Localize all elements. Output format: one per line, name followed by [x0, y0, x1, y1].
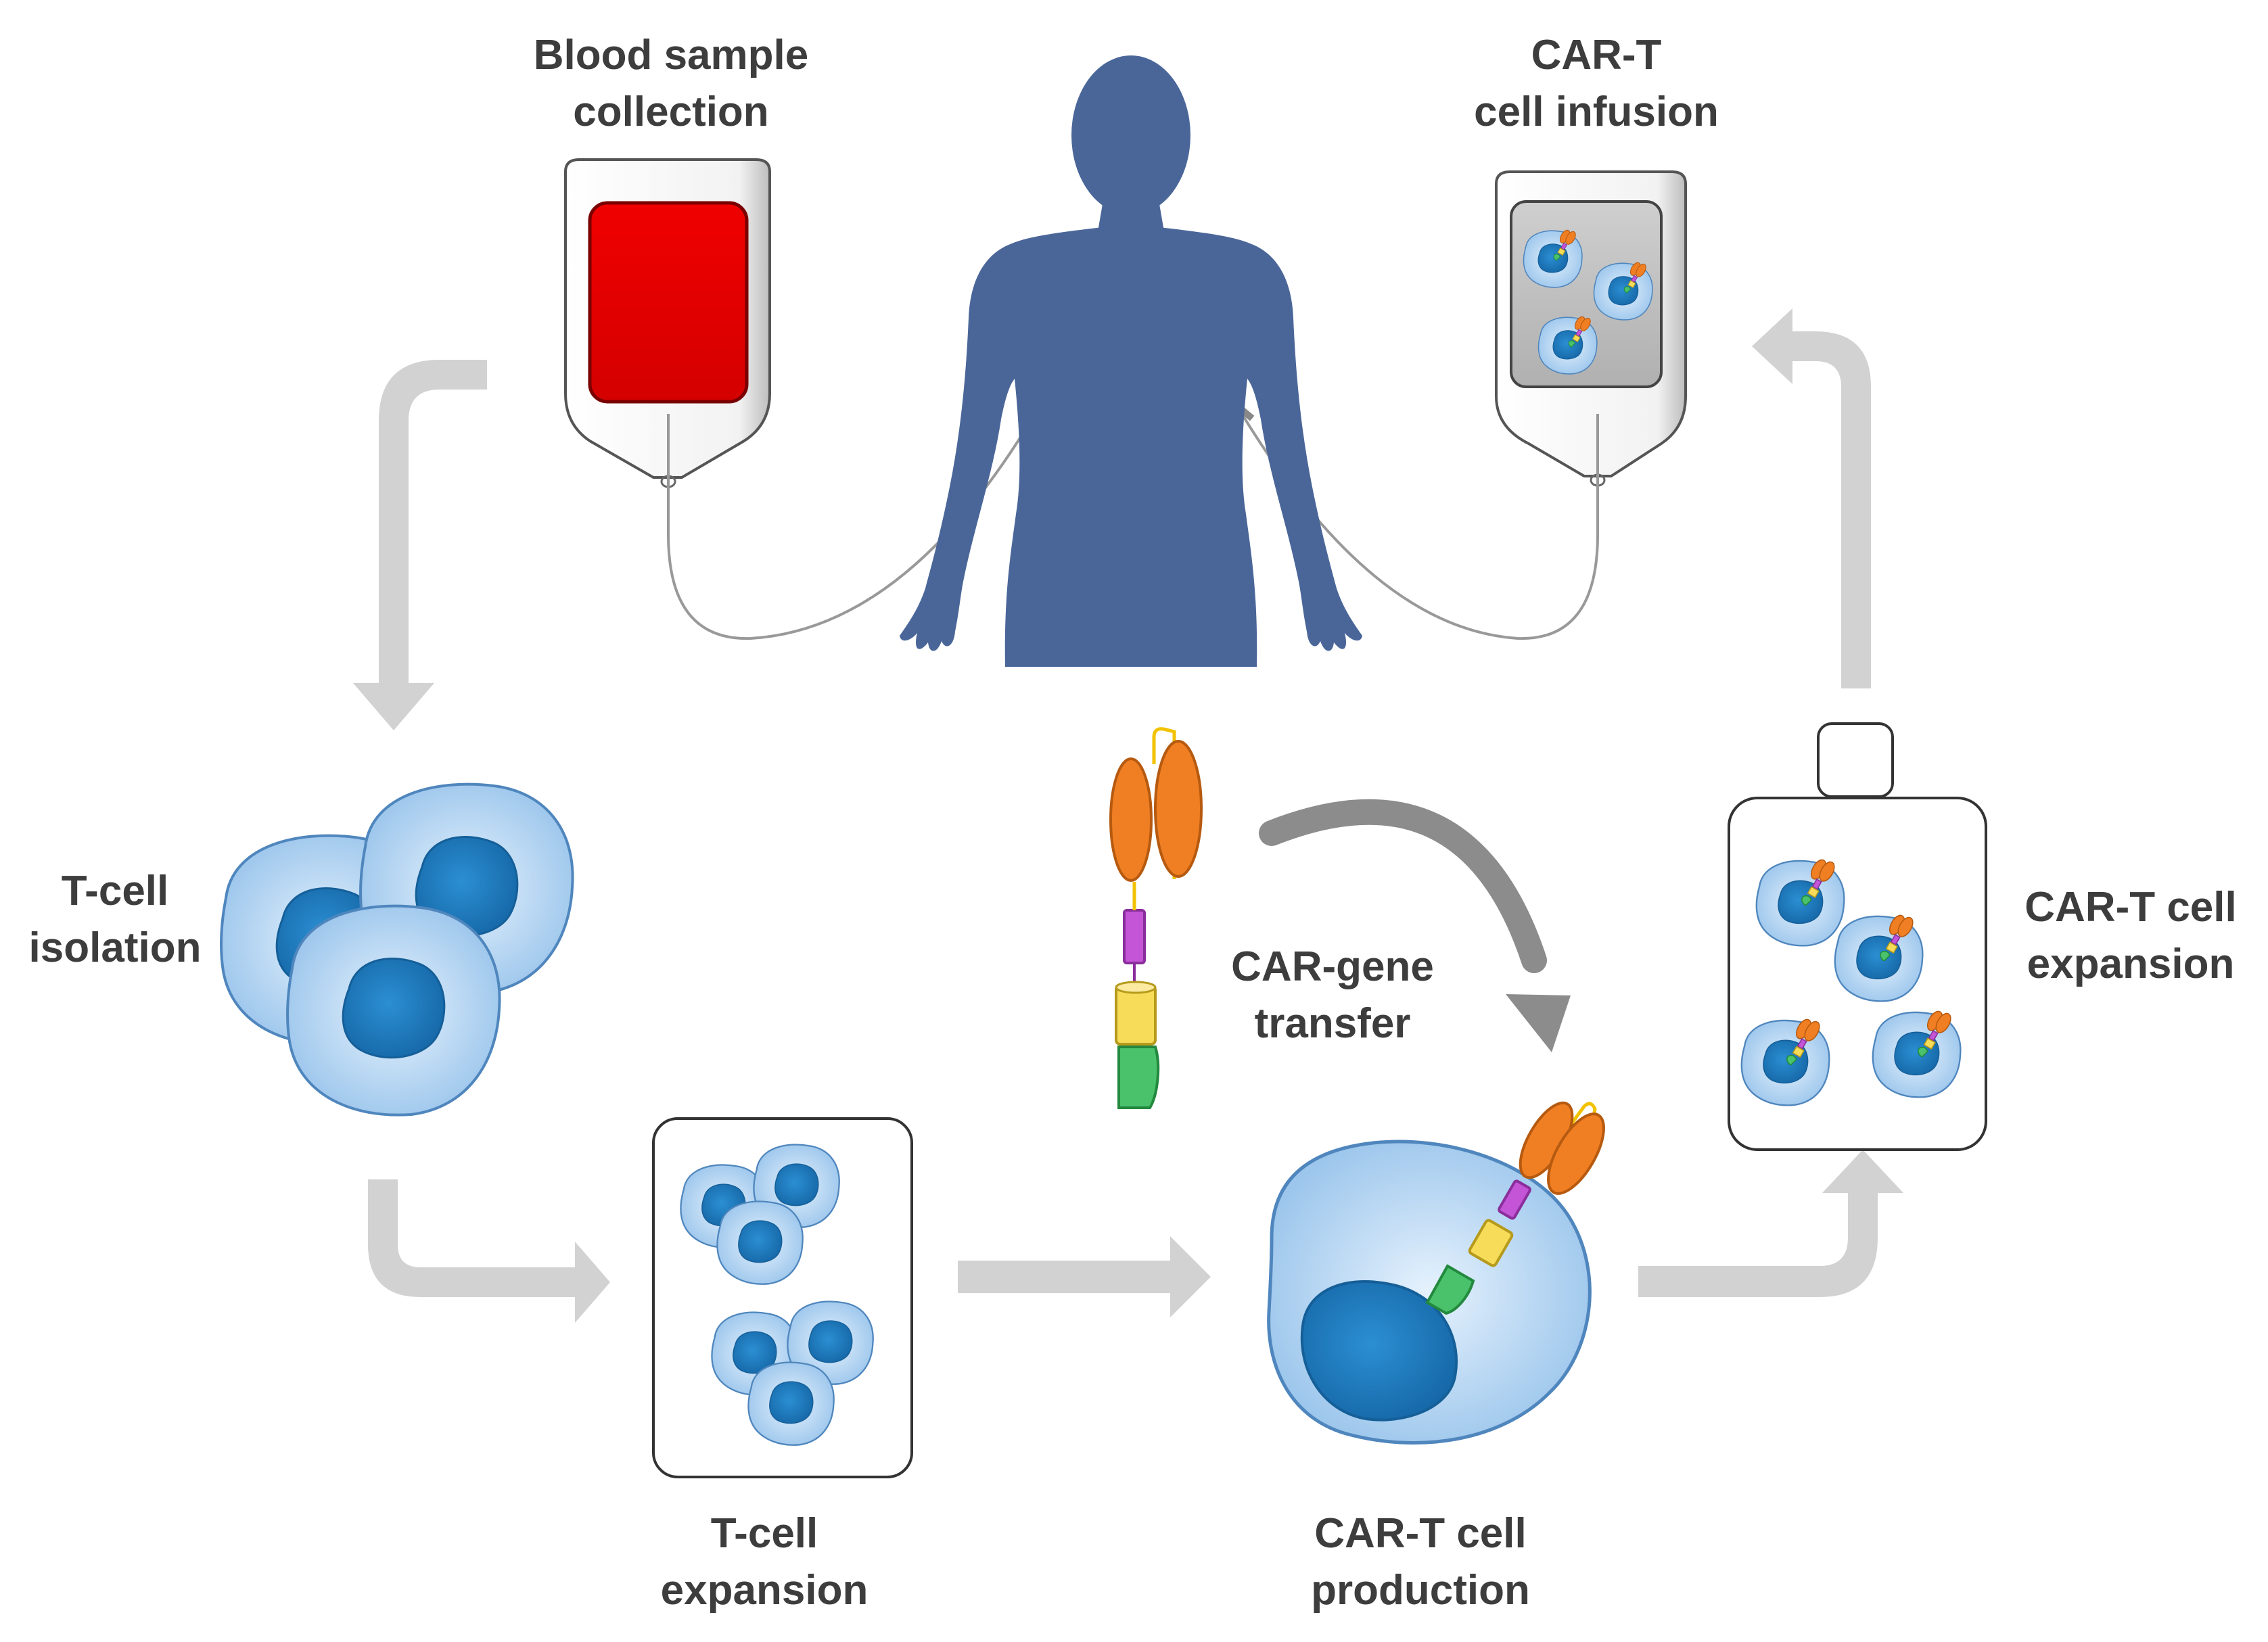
t-cell-expansion-box: [652, 1117, 913, 1478]
label-car-t-cell-production: CAR-T cell production: [1258, 1505, 1583, 1619]
arrow-blood-to-isolation: [353, 360, 487, 730]
label-line: production: [1311, 1567, 1530, 1614]
label-blood-sample-collection: Blood sample collection: [488, 27, 854, 141]
label-line: Blood sample: [533, 32, 809, 78]
label-line: transfer: [1254, 1000, 1411, 1047]
label-line: cell infusion: [1474, 89, 1719, 135]
label-line: CAR-T cell: [1314, 1510, 1527, 1557]
car-receptor-icon: [1425, 1101, 1605, 1315]
label-line: isolation: [28, 924, 202, 971]
label-car-t-cell-infusion: CAR-T cell infusion: [1414, 27, 1779, 141]
label-line: expansion: [660, 1567, 869, 1614]
label-line: CAR-T: [1531, 32, 1662, 78]
arrow-isolation-to-expansion: [368, 1179, 610, 1323]
label-line: CAR-gene: [1231, 943, 1434, 990]
car-t-expansion-flask: [1728, 722, 1987, 1151]
blood-bag-icon: [564, 158, 771, 488]
arrow-cart-expansion-to-infusion: [1752, 308, 1871, 688]
car-t-production-cell: [1267, 1101, 1605, 1445]
label-line: T-cell: [710, 1510, 818, 1557]
human-silhouette-icon: [900, 55, 1362, 667]
label-t-cell-isolation: T-cell isolation: [0, 863, 230, 977]
label-car-gene-transfer: CAR-gene transfer: [1190, 939, 1475, 1052]
car-construct-icon: [1109, 727, 1203, 1109]
arrow-production-to-cart-expansion: [1638, 1150, 1903, 1297]
label-line: T-cell: [61, 868, 169, 914]
label-t-cell-expansion: T-cell expansion: [609, 1505, 920, 1619]
label-car-t-cell-expansion: CAR-T cell expansion: [1995, 879, 2266, 993]
arrow-expansion-to-production: [958, 1236, 1211, 1317]
infusion-bag-icon: [1495, 170, 1687, 487]
label-line: expansion: [2027, 941, 2235, 987]
label-line: CAR-T cell: [2024, 884, 2237, 931]
label-line: collection: [573, 89, 769, 135]
t-cell-isolation-cells: [220, 782, 574, 1117]
gene-transfer-arrow: [1259, 799, 1571, 1052]
